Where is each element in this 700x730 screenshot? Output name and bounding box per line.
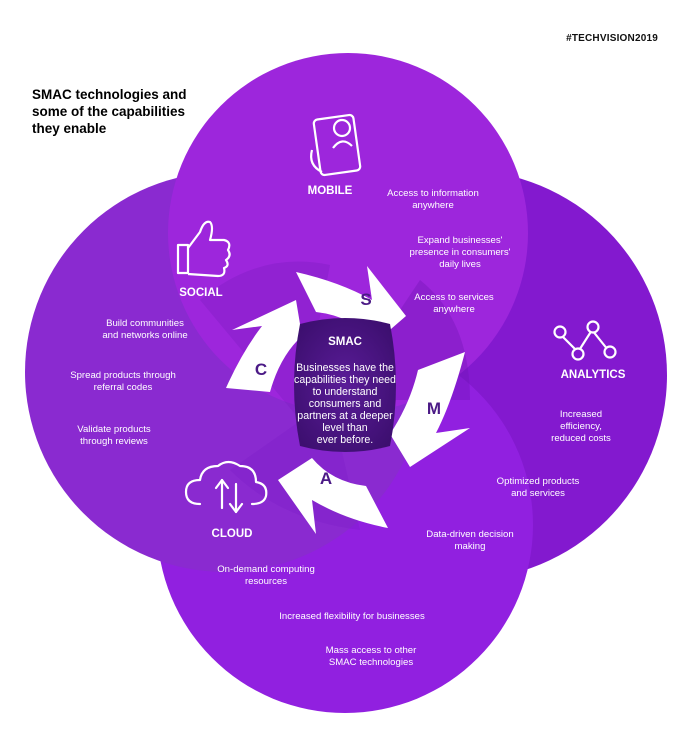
center-text-line: consumers and: [309, 398, 382, 410]
smartphone-user-icon: [310, 113, 362, 177]
social-capability: Validate products: [77, 424, 151, 435]
center-heading: SMAC: [328, 336, 362, 348]
hashtag: #TECHVISION2019: [566, 33, 658, 44]
analytics-capability: Increased: [560, 409, 602, 420]
mobile-capability: presence in consumers': [409, 247, 510, 258]
cloud-capability: SMAC technologies: [329, 657, 413, 668]
title-line: they enable: [32, 121, 107, 136]
cloud-label: CLOUD: [212, 528, 253, 540]
center-text-line: Businesses have the: [296, 362, 394, 374]
cloud-capability: Mass access to other: [326, 645, 417, 656]
cloud-capability: resources: [245, 576, 287, 587]
analytics-capability: efficiency,: [560, 421, 602, 432]
center-text-line: partners at a deeper: [297, 410, 393, 422]
letter-m: M: [427, 399, 441, 418]
letter-c: C: [255, 360, 267, 379]
social-capability: through reviews: [80, 436, 148, 447]
diagram-title: SMAC technologies and some of the capabi…: [32, 86, 232, 137]
arrow-m: [390, 352, 470, 467]
mobile-label: MOBILE: [308, 185, 353, 197]
analytics-capability: Optimized products: [497, 476, 580, 487]
mobile-capability: daily lives: [439, 259, 481, 270]
analytics-capability: making: [455, 541, 486, 552]
title-line: SMAC technologies and: [32, 87, 187, 102]
cloud-capability: On-demand computing: [217, 564, 315, 575]
mobile-capability: Expand businesses': [417, 235, 502, 246]
arrow-c: [226, 300, 302, 392]
social-capability: and networks online: [102, 330, 187, 341]
social-capability: Spread products through: [70, 370, 176, 381]
center-text-line: to understand: [313, 386, 378, 398]
mobile-capability: Access to information: [387, 188, 479, 199]
smac-center-box: [294, 318, 396, 452]
social-capability: Build communities: [106, 318, 184, 329]
cloud-sync-icon: [184, 460, 268, 514]
letter-a: A: [320, 469, 332, 488]
social-capability: referral codes: [94, 382, 153, 393]
thumbs-up-icon: [176, 220, 231, 278]
center-text-line: level than: [322, 422, 367, 434]
analytics-capability: reduced costs: [551, 433, 611, 444]
center-text-line: ever before.: [317, 434, 374, 446]
social-label: SOCIAL: [179, 287, 222, 299]
analytics-capability: and services: [511, 488, 565, 499]
cloud-capability: Increased flexibility for businesses: [279, 611, 425, 622]
letter-s: S: [360, 290, 371, 309]
graph-nodes-icon: [553, 320, 617, 361]
center-text-line: capabilities they need: [294, 374, 396, 386]
analytics-capability: Data-driven decision: [426, 529, 513, 540]
arrow-a: [278, 458, 388, 534]
title-line: some of the capabilities: [32, 104, 186, 119]
mobile-capability: Access to services: [414, 292, 494, 303]
mobile-capability: anywhere: [412, 200, 454, 211]
analytics-label: ANALYTICS: [561, 369, 626, 381]
mobile-capability: anywhere: [433, 304, 475, 315]
